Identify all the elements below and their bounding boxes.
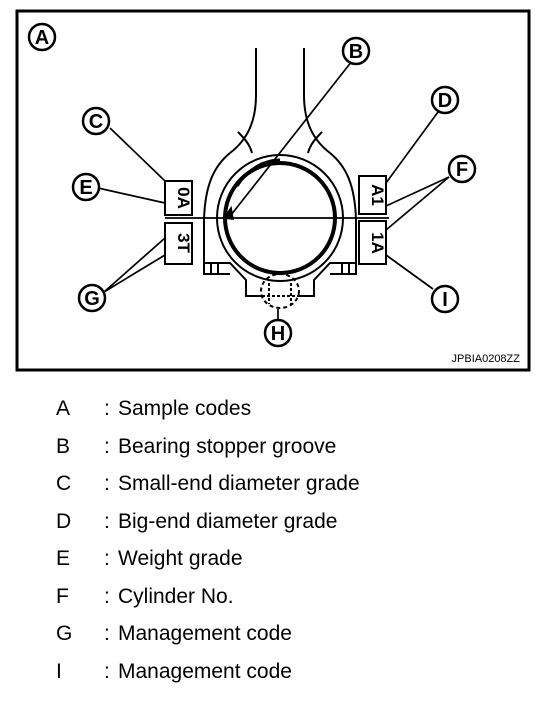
legend-text: Sample codes	[118, 397, 252, 421]
legend-row-f: F : Cylinder No.	[56, 578, 536, 616]
legend-colon: :	[104, 472, 110, 496]
callout-c-leader	[109, 127, 166, 182]
legend-key: G	[56, 622, 73, 646]
legend-colon: :	[104, 584, 110, 608]
legend-row-b: B : Bearing stopper groove	[56, 428, 536, 466]
legend-row-a: A : Sample codes	[56, 390, 536, 428]
callout-d-text: D	[438, 90, 452, 112]
right-bottom-code-box	[358, 220, 387, 265]
callout-i-text: I	[442, 289, 448, 311]
callout-b: B	[341, 36, 371, 66]
callout-e: E	[71, 172, 101, 202]
legend-key: I	[56, 659, 62, 683]
left-bottom-code-box	[164, 222, 193, 265]
groove-highlight	[260, 273, 300, 309]
left-code-bottom-text: 3T	[174, 233, 193, 253]
connecting-rod-diagram: 0A 3T A1 1A A B	[15, 9, 531, 372]
rod-cap-outline	[203, 220, 357, 297]
callout-d: D	[430, 85, 460, 115]
callout-bubbles: A B C D E F G	[27, 22, 477, 348]
callout-g-leader-top	[103, 237, 166, 293]
legend-row-g: G : Management code	[56, 615, 536, 653]
legend-row-c: C : Small-end diameter grade	[56, 465, 536, 503]
legend-key: B	[56, 434, 71, 458]
callout-e-leader	[97, 187, 166, 204]
groove-detail	[262, 283, 298, 304]
legend-colon: :	[104, 659, 110, 683]
callout-f-leader-top	[385, 176, 450, 207]
cap-bolt-shoulders	[203, 263, 357, 275]
legend-text: Bearing stopper groove	[118, 434, 337, 458]
legend-text: Management code	[118, 622, 292, 646]
callout-b-leader	[230, 60, 353, 216]
legend-key: A	[56, 397, 71, 421]
callout-d-leader	[385, 111, 439, 184]
legend-colon: :	[104, 547, 110, 571]
legend-text: Big-end diameter grade	[118, 509, 338, 533]
legend-colon: :	[104, 622, 110, 646]
callout-e-text: E	[79, 177, 92, 199]
callout-g-leader-bottom	[103, 254, 166, 293]
legend-colon: :	[104, 397, 110, 421]
callout-f-leader-bottom	[385, 176, 450, 231]
callout-g: G	[77, 283, 107, 313]
right-code-top-text: A1	[368, 184, 387, 206]
diagram-legend: A : Sample codes B : Bearing stopper gro…	[56, 390, 536, 690]
connecting-rod-svg: 0A 3T A1 1A A B	[15, 9, 531, 372]
callout-a-text: A	[35, 27, 49, 49]
rod-fillet-lines	[237, 131, 323, 154]
legend-key: F	[56, 584, 69, 608]
callout-h-text: H	[271, 323, 285, 345]
left-code-top-text: 0A	[174, 187, 193, 209]
right-code-bottom-text: 1A	[368, 232, 387, 254]
legend-row-d: D : Big-end diameter grade	[56, 503, 536, 541]
legend-colon: :	[104, 509, 110, 533]
legend-text: Small-end diameter grade	[118, 472, 360, 496]
right-top-code-box	[358, 175, 387, 215]
legend-text: Management code	[118, 659, 292, 683]
callout-b-text: B	[349, 41, 363, 63]
legend-row-i: I : Management code	[56, 653, 536, 691]
callout-h: H	[263, 318, 293, 348]
legend-key: E	[56, 547, 71, 571]
bearing-stopper-groove-mark	[235, 158, 281, 187]
rod-shank	[203, 48, 357, 221]
callout-c-text: C	[89, 111, 103, 133]
legend-text: Weight grade	[118, 547, 243, 571]
leader-lines	[97, 60, 450, 319]
code-labels: 0A 3T A1 1A	[174, 184, 387, 254]
callout-c: C	[81, 106, 111, 136]
legend-key: C	[56, 472, 72, 496]
callout-i-leader	[385, 254, 434, 290]
legend-text: Cylinder No.	[118, 584, 234, 608]
legend-colon: :	[104, 434, 110, 458]
callout-g-text: G	[84, 288, 100, 310]
callout-f: F	[447, 154, 477, 184]
legend-row-e: E : Weight grade	[56, 540, 536, 578]
callout-b-arrowhead	[222, 205, 235, 220]
callout-f-text: F	[456, 159, 468, 181]
left-top-code-box	[164, 180, 193, 216]
figure-id-text: JPBIA0208ZZ	[452, 353, 521, 365]
callout-i: I	[430, 284, 460, 314]
legend-key: D	[56, 509, 72, 533]
callout-a: A	[27, 22, 57, 52]
bolt-thread-marks	[210, 262, 350, 274]
